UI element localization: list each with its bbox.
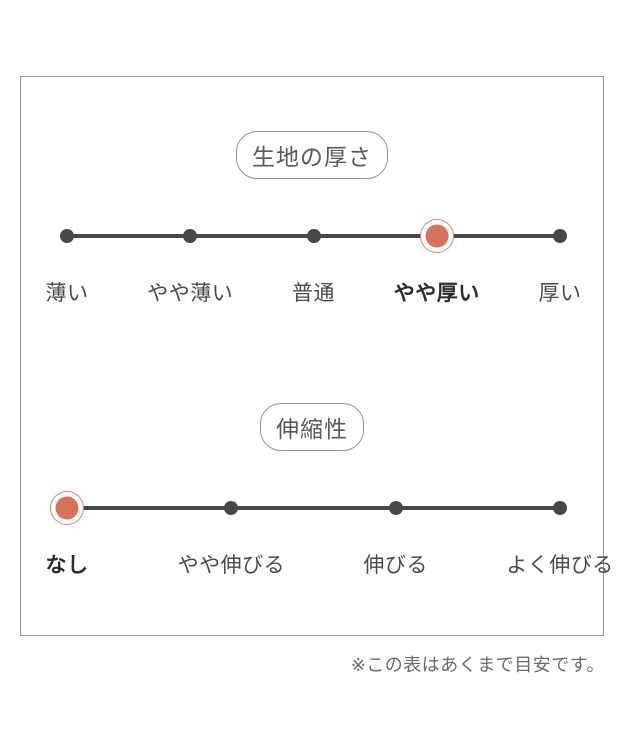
scale-section-0: 生地の厚さ薄い やや薄い 普通 やや厚い 厚い xyxy=(21,131,603,321)
scale-title-pill: 生地の厚さ xyxy=(236,131,388,179)
scale-option-label-selected: なし xyxy=(45,554,89,577)
scale-option-label-selected: やや厚い xyxy=(393,282,480,305)
scale-option-label: 薄い xyxy=(45,282,89,305)
scale-labels-row: 薄い やや薄い 普通 やや厚い 厚い xyxy=(46,277,582,305)
spec-box: 生地の厚さ薄い やや薄い 普通 やや厚い 厚い伸縮性なし やや伸びる 伸びる よく伸びる xyxy=(20,76,614,636)
scale-option-label: よく伸びる xyxy=(506,554,614,577)
scale-option-label: 厚い xyxy=(538,282,582,305)
scale-track-line xyxy=(50,491,567,525)
scale-title-pill: 伸縮性 xyxy=(260,403,364,451)
scale-section-1: 伸縮性なし やや伸びる 伸びる よく伸びる xyxy=(21,403,614,593)
scale-option-label: やや伸びる xyxy=(177,554,286,577)
scale-option-label: 伸びる xyxy=(363,554,428,577)
scale-dot xyxy=(224,501,239,515)
disclaimer-note: ※この表はあくまで目安です。 xyxy=(350,655,605,675)
scale-dot xyxy=(388,501,403,515)
scale-dot xyxy=(553,229,567,243)
scale-dot-selected xyxy=(425,224,449,248)
scale-dot xyxy=(183,229,198,243)
scale-dot xyxy=(60,229,74,243)
scale-labels-row: なし やや伸びる 伸びる よく伸びる xyxy=(46,549,614,577)
scale-track-line xyxy=(60,219,567,253)
scale-dot xyxy=(553,501,567,515)
scale-dot-selected xyxy=(55,496,79,520)
scale-option-label: 普通 xyxy=(292,282,335,305)
scale-dot xyxy=(306,229,321,243)
scale-option-label: やや薄い xyxy=(147,282,234,305)
